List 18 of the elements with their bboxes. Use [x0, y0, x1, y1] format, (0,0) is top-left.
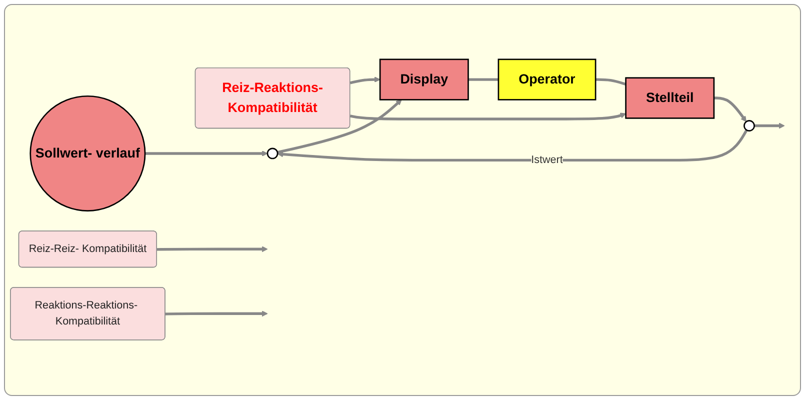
node-circle — [266, 148, 278, 160]
arrow — [350, 76, 380, 85]
node-circle: Sollwert- verlauf — [30, 96, 146, 212]
arrow — [754, 123, 785, 130]
arrow — [165, 311, 268, 317]
connector — [468, 78, 498, 82]
arrow — [350, 113, 626, 121]
arrow — [714, 97, 747, 122]
arrow — [277, 130, 748, 162]
node-box: Stellteil — [625, 78, 715, 120]
node-circle — [744, 120, 755, 132]
arrow — [156, 246, 268, 252]
arrow — [277, 100, 402, 154]
node-box: Display — [379, 59, 469, 101]
connector — [596, 78, 626, 86]
arrow — [145, 150, 268, 157]
node-box: Operator — [498, 59, 596, 101]
edge-label: Istwert — [531, 154, 563, 166]
